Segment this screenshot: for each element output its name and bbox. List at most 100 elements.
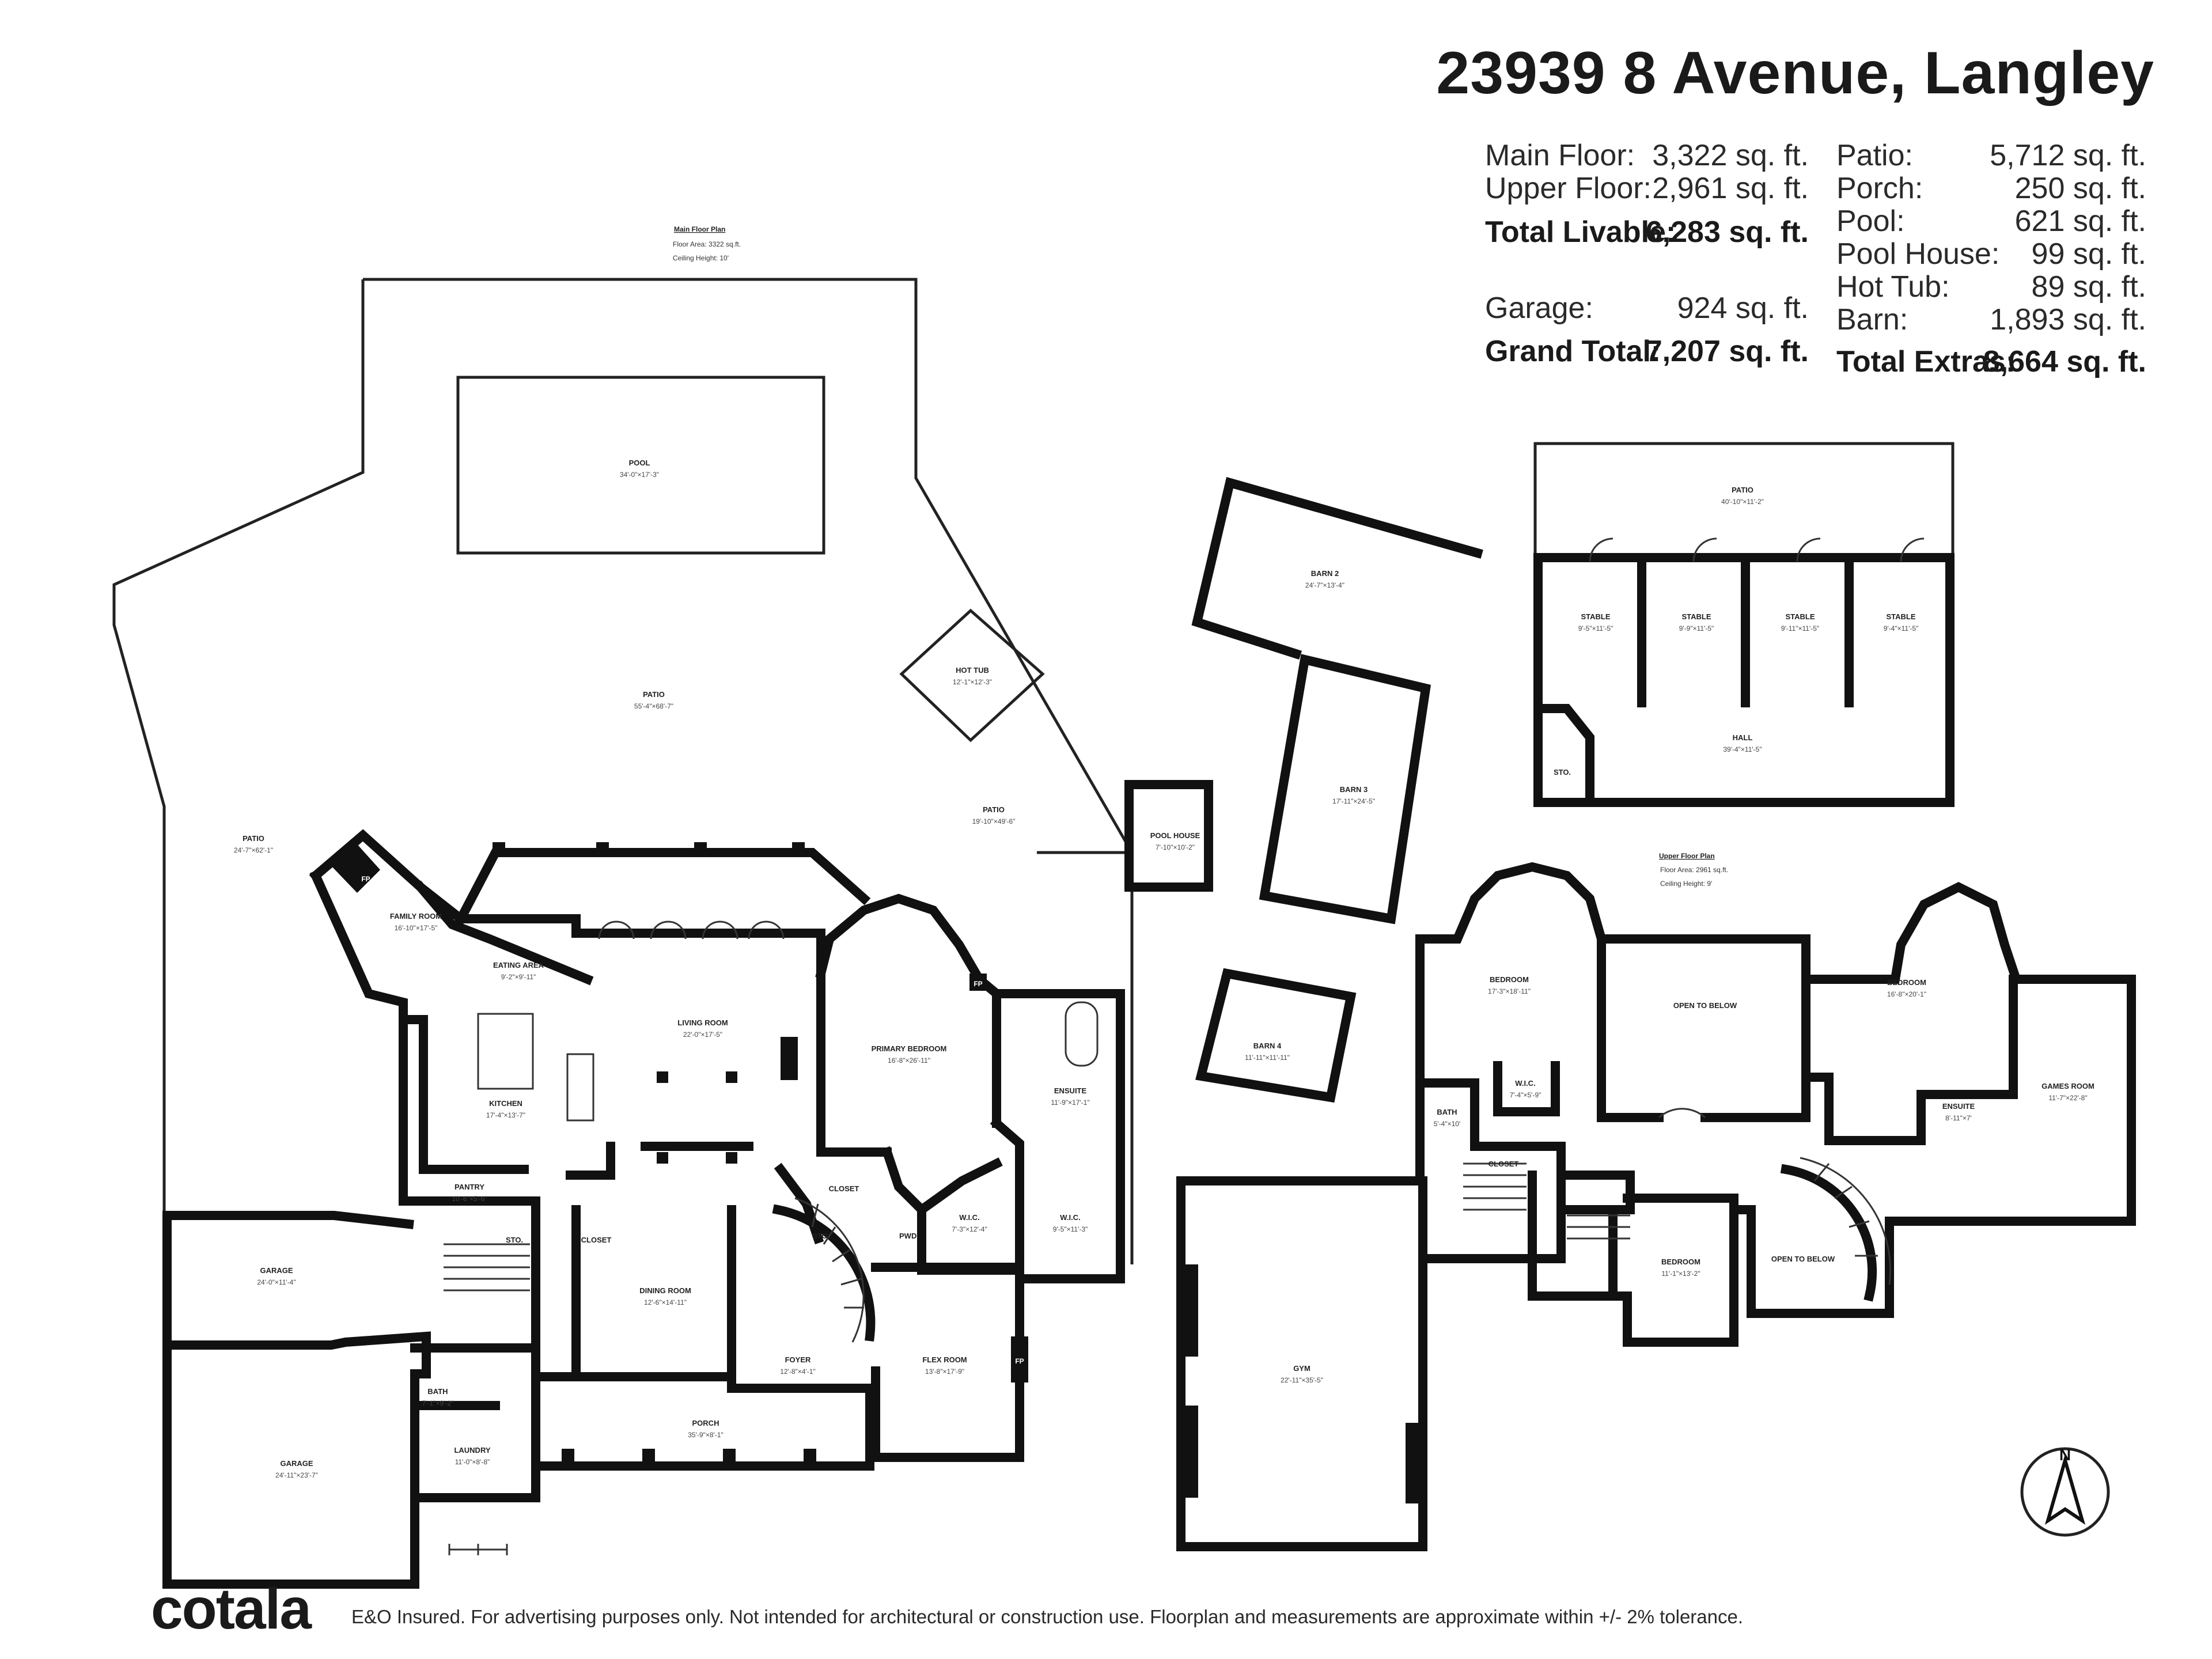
room-name: PWD. <box>899 1232 919 1240</box>
main-floor-ceiling: Ceiling Height: 10' <box>673 254 729 262</box>
stat-value: 8,664 sq. ft. <box>1983 345 2146 378</box>
disclaimer-text: E&O Insured. For advertising purposes on… <box>351 1606 1744 1627</box>
room-dim: 22'-11"×35'-5" <box>1281 1376 1323 1384</box>
fireplace-label: FP <box>361 875 370 883</box>
upper-floor-walls <box>1176 862 2136 1551</box>
room-name: PATIO <box>983 805 1005 814</box>
room-dim: 13'-8"×17'-9" <box>925 1368 964 1376</box>
stat-label: Patio: <box>1836 139 1913 172</box>
room-name: CLOSET <box>581 1236 612 1244</box>
room-dim: 8'-11"×7' <box>1945 1114 1972 1122</box>
room-dim: 19'-10"×49'-6" <box>972 817 1016 825</box>
room-dim: 11'-1"×13'-2" <box>1661 1270 1700 1278</box>
room-dim: 11'-9"×17'-1" <box>1051 1099 1089 1107</box>
room-dim: 9'-4"×11'-5" <box>1884 624 1919 632</box>
stat-value: 250 sq. ft. <box>2014 172 2146 205</box>
room-dim: 16'-8"×20'-1" <box>1887 990 1926 998</box>
room-name: CLOSET <box>1488 1160 1519 1168</box>
compass-letter: N <box>2059 1446 2071 1464</box>
north-arrow: N <box>2020 1446 2110 1537</box>
room-dim: 35'-9"×8'-1" <box>688 1431 723 1439</box>
room-name: GYM <box>1293 1364 1310 1373</box>
main-floor-plan-title: Main Floor Plan Floor Area: 3322 sq.ft. … <box>673 225 741 262</box>
barn-walls <box>1191 442 1955 1103</box>
room-name: ENSUITE <box>1942 1102 1975 1111</box>
room-dim: 17'-4"×13'-7" <box>486 1111 525 1119</box>
stat-label: Barn: <box>1836 303 1908 336</box>
room-dim: 11'-11"×11'-11" <box>1245 1054 1290 1062</box>
room-name: GARAGE <box>280 1459 313 1468</box>
room-name: CLOSET <box>829 1184 859 1193</box>
patio-outline <box>112 278 1134 1264</box>
room-name: STO. <box>812 1232 830 1240</box>
room-dim: 12'-1"×12'-3" <box>953 678 992 686</box>
room-dim: 12'-6"×14'-11" <box>644 1298 687 1306</box>
room-name: KITCHEN <box>489 1099 522 1108</box>
room-name: PRIMARY BEDROOM <box>872 1044 947 1053</box>
fireplace-label: FP <box>974 980 982 988</box>
room-name: LAUNDRY <box>454 1446 490 1455</box>
room-dim: 17'-3"×18'-11" <box>1488 987 1531 995</box>
room-dim: 34'-0"×17'-3" <box>620 471 659 479</box>
stat-label: Garage: <box>1485 291 1593 325</box>
room-name: STO. <box>1554 768 1571 777</box>
brand-logo: cotala <box>151 1577 312 1641</box>
room-dim: 9'-5"×11'-5" <box>1578 624 1613 632</box>
stat-label: Total Livable: <box>1485 215 1676 249</box>
room-name: BEDROOM <box>1887 978 1926 987</box>
main-floor-title: Main Floor Plan <box>674 225 725 233</box>
room-dim: 9'-11"×11'-5" <box>1781 624 1819 632</box>
main-house-walls <box>162 829 1125 1589</box>
room-name: FOYER <box>785 1355 811 1364</box>
room-dim: 17'-11"×24'-5" <box>1332 797 1375 805</box>
room-name: W.I.C. <box>1515 1079 1535 1088</box>
room-dim: 7'-1"×9'-2" <box>422 1399 454 1407</box>
stat-value: 3,322 sq. ft. <box>1652 139 1809 172</box>
room-name: GARAGE <box>260 1266 293 1275</box>
room-dim: 12'-8"×4'-1" <box>780 1368 815 1376</box>
room-name: BEDROOM <box>1661 1257 1700 1266</box>
room-name: ENSUITE <box>1054 1086 1087 1095</box>
room-dim: 24'-7"×62'-1" <box>234 846 273 854</box>
stat-label: Total Extras: <box>1836 345 2016 378</box>
stat-label: Pool: <box>1836 204 1905 238</box>
stat-label: Pool House: <box>1836 237 2000 271</box>
stat-label: Upper Floor: <box>1485 172 1652 205</box>
fireplace-label: FP <box>1015 1357 1024 1365</box>
room-dim: 39'-4"×11'-5" <box>1723 745 1762 753</box>
pool-house-walls <box>1124 780 1213 892</box>
room-dim: 5'-4"×10' <box>1434 1120 1461 1128</box>
room-dim: 7'-10"×10'-2" <box>1156 843 1195 851</box>
room-dim: 24'-7"×13'-4" <box>1305 581 1344 589</box>
room-name: PANTRY <box>454 1183 484 1191</box>
hot-tub-outline <box>899 608 1045 743</box>
room-name: STABLE <box>1581 612 1610 621</box>
room-dim: 16'-8"×26'-11" <box>888 1056 930 1065</box>
room-name: HALL <box>1733 733 1753 742</box>
room-dim: 24'-0"×11'-4" <box>257 1278 296 1286</box>
room-name: BATH <box>427 1387 448 1396</box>
room-name: OPEN TO BELOW <box>1771 1255 1835 1263</box>
stat-label: Grand Total: <box>1485 335 1661 368</box>
room-name: STABLE <box>1886 612 1915 621</box>
room-name: W.I.C. <box>1060 1213 1080 1222</box>
room-dim: 11'-7"×22'-8" <box>2048 1094 2087 1102</box>
room-name: FLEX ROOM <box>922 1355 967 1364</box>
room-name: PATIO <box>243 834 264 843</box>
room-name: POOL HOUSE <box>1150 831 1200 840</box>
stat-label: Main Floor: <box>1485 139 1635 172</box>
room-name: LIVING ROOM <box>677 1018 728 1027</box>
room-dim: 10'-6"×5'-6" <box>452 1195 487 1203</box>
room-dim: 9'-2"×9'-11" <box>501 973 536 981</box>
stat-value: 89 sq. ft. <box>2031 270 2146 304</box>
room-name: FAMILY ROOM <box>390 912 442 921</box>
room-name: STABLE <box>1681 612 1711 621</box>
stat-value: 5,712 sq. ft. <box>1990 139 2146 172</box>
room-name: STO. <box>506 1236 523 1244</box>
room-name: GAMES ROOM <box>2041 1082 2094 1090</box>
room-dim: 7'-4"×5'-9" <box>1510 1091 1541 1099</box>
upper-floor-ceiling: Ceiling Height: 9' <box>1660 880 1712 888</box>
room-dim: 11'-0"×8'-8" <box>455 1458 490 1466</box>
room-dim: 16'-10"×17'-5" <box>395 924 438 932</box>
room-name: OPEN TO BELOW <box>1673 1001 1737 1010</box>
